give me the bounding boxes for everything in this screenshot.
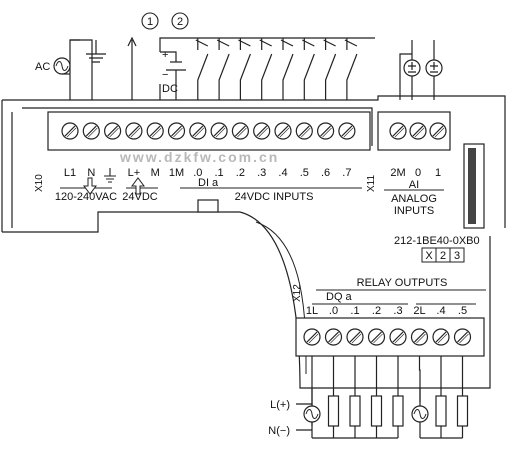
housing-curve — [239, 211, 491, 389]
x10-terminal-label: .6 — [321, 167, 330, 179]
x11-terminal-label: 2M — [390, 167, 405, 179]
x11-terminal-labels: 2M 0 1 — [390, 167, 441, 179]
x10-terminal-label: N — [87, 167, 95, 179]
analog-sources — [399, 40, 443, 100]
x12-terminal-label: .1 — [350, 305, 359, 317]
x12-screws — [303, 328, 472, 346]
input-switch — [238, 38, 251, 100]
dc-plus-label: + — [162, 49, 168, 61]
load-resistor — [349, 395, 361, 427]
group-di-label: DI a — [198, 177, 219, 189]
x10-terminal-label: .3 — [257, 167, 266, 179]
group-inputs-label: 24VDC INPUTS — [235, 191, 314, 203]
x10-terminal-housing — [47, 111, 371, 151]
x10-terminal-label: .2 — [236, 167, 245, 179]
x11-terminal-label: 0 — [415, 167, 421, 179]
input-switch — [216, 38, 230, 100]
load-resistor — [392, 395, 404, 427]
x10-terminal-labels: L1 N L+ M 1M .0 .1 .2 .3 .4 .5 .6 .7 — [64, 167, 352, 179]
callout-2-label: 2 — [177, 16, 183, 28]
x12-terminal-label: 2L — [413, 305, 425, 317]
x12-terminal-label: .2 — [372, 305, 381, 317]
x10-terminal-label: 1M — [169, 167, 184, 179]
dq-group-label: DQ a — [326, 291, 353, 303]
output-arrow-icon — [131, 177, 145, 195]
input-switch — [195, 38, 209, 100]
x12-terminal-label: 1L — [306, 305, 318, 317]
x10-terminal-label: .1 — [215, 167, 224, 179]
svg-text:X: X — [425, 250, 433, 262]
x12-terminal-label: .5 — [458, 305, 467, 317]
x10-screws — [61, 122, 356, 140]
dc-minus-label: − — [162, 69, 168, 81]
watermark: www.dzkfw.com.cn — [119, 149, 279, 165]
load-line-label: L(+) — [270, 399, 290, 411]
housing-tab — [197, 199, 219, 213]
x12-terminal-labels: 1L .0 .1 .2 .3 2L .4 .5 — [306, 305, 467, 317]
group-120-240vac-label: 120-240VAC — [55, 191, 117, 203]
x12-terminal-label: .3 — [393, 305, 402, 317]
x12-id: X12 — [292, 284, 303, 302]
load-neutral-label: N(−) — [268, 425, 290, 437]
load-resistor — [435, 395, 447, 427]
input-switch — [323, 38, 337, 100]
callout-2-circle — [171, 12, 189, 30]
relay-title: RELAY OUTPUTS — [357, 277, 448, 289]
input-switches — [195, 38, 358, 100]
group-24vdc-label: 24VDC — [122, 191, 158, 203]
input-switch — [259, 38, 273, 100]
svg-text:2: 2 — [440, 250, 446, 262]
input-switch — [280, 38, 294, 100]
side-holder — [463, 143, 485, 229]
input-switch — [344, 38, 358, 100]
x12-terminal-label: .0 — [329, 305, 338, 317]
input-switch — [302, 38, 315, 100]
module-housing — [1, 95, 506, 233]
x10-terminal-label: .7 — [342, 167, 351, 179]
x11-screws — [389, 122, 447, 140]
x10-terminal-label: M — [151, 167, 160, 179]
x10-terminal-label: L+ — [128, 167, 141, 179]
load-resistor — [370, 395, 383, 427]
x10-terminal-label: L1 — [64, 167, 76, 179]
order-number: 212-1BE40-0XB0 — [394, 235, 480, 247]
callout-1-label: 1 — [147, 16, 153, 28]
dc-label: DC — [162, 83, 178, 95]
x12-terminal-label: .4 — [436, 305, 445, 317]
relay-loads — [296, 356, 469, 439]
x11-id: X11 — [366, 175, 377, 192]
version-boxes: X 2 3 — [421, 247, 465, 263]
x10-terminal-label: .5 — [300, 167, 309, 179]
ai-group-label: AI — [409, 179, 419, 191]
analog-caption-line1: ANALOG — [391, 193, 437, 205]
load-resistor — [456, 395, 469, 427]
input-arrow-icon — [83, 177, 97, 195]
x10-terminal-label: .0 — [193, 167, 202, 179]
x10-id: X10 — [34, 174, 45, 192]
ac-label: AC — [35, 61, 50, 73]
callout-1-circle — [141, 12, 159, 30]
svg-text:3: 3 — [454, 250, 460, 262]
ground-terminal-icon — [104, 168, 116, 183]
x10-terminal-label: .4 — [278, 167, 287, 179]
x11-terminal-label: 1 — [435, 167, 441, 179]
load-resistor — [327, 395, 340, 427]
top-wiring — [62, 36, 375, 100]
analog-caption-line2: INPUTS — [394, 205, 434, 217]
